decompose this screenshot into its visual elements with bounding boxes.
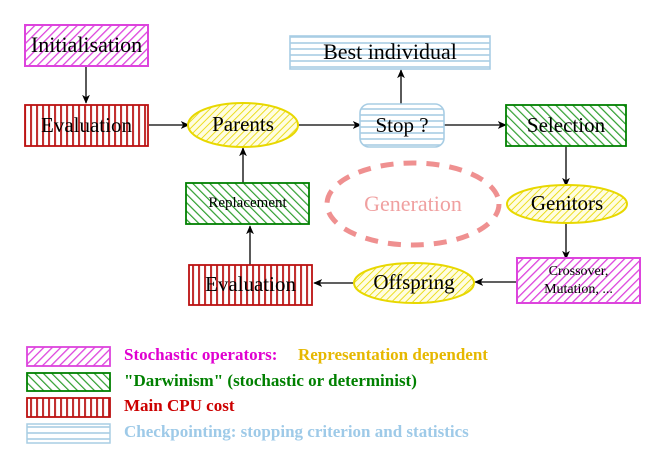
legend-primary-checkpointing: Checkpointing: stopping criterion and st… <box>124 422 469 441</box>
legend-label-darwinism: "Darwinism" (stochastic or determinist) <box>124 371 417 391</box>
legend-label-checkpointing: Checkpointing: stopping criterion and st… <box>124 422 469 442</box>
node-evaluation-bottom[interactable] <box>188 264 313 306</box>
legend-swatch-cpu <box>26 397 111 418</box>
node-initialisation[interactable] <box>24 24 149 67</box>
node-crossover-mutation[interactable] <box>516 257 641 304</box>
legend-primary-cpu: Main CPU cost <box>124 396 235 415</box>
legend-swatch-checkpointing <box>26 423 111 444</box>
node-selection[interactable] <box>505 104 627 147</box>
node-best-individual[interactable] <box>289 35 491 70</box>
legend-swatch-stochastic <box>26 346 111 367</box>
node-genitors[interactable] <box>506 184 628 224</box>
node-offspring[interactable] <box>353 262 475 304</box>
legend-primary-stochastic: Stochastic operators: <box>124 345 278 364</box>
legend-secondary-stochastic: Representation dependent <box>297 345 488 364</box>
edge-group <box>82 66 570 287</box>
legend-swatch-darwinism <box>26 372 111 392</box>
legend-label-stochastic: Stochastic operators: Representation dep… <box>124 345 488 365</box>
node-replacement[interactable] <box>185 182 310 225</box>
node-stop[interactable] <box>359 103 445 148</box>
legend-label-cpu: Main CPU cost <box>124 396 234 416</box>
node-evaluation-top[interactable] <box>24 104 149 147</box>
node-generation-boundary <box>324 160 502 248</box>
legend-primary-darwinism: "Darwinism" (stochastic or determinist) <box>124 371 417 390</box>
node-parents[interactable] <box>187 102 299 148</box>
